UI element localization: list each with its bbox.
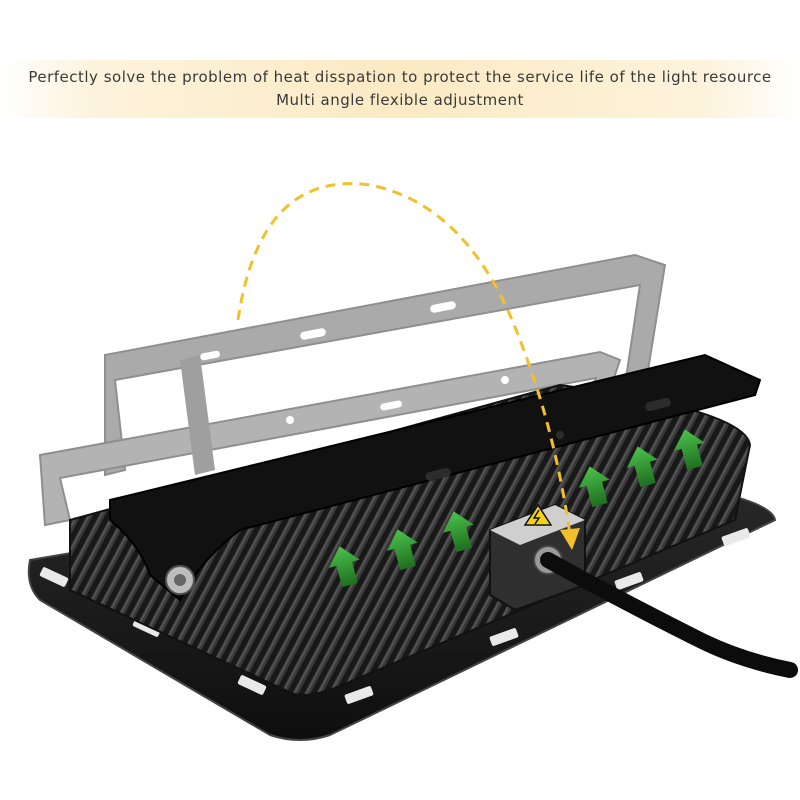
- bracket-knob: [165, 565, 195, 595]
- dashed-rotation-arrow-icon: [236, 182, 580, 550]
- mounting-tab: [344, 686, 374, 704]
- mounting-tab: [721, 528, 751, 546]
- airflow-arrow-icon: [626, 446, 658, 488]
- airflow-arrow-icon: [578, 466, 610, 508]
- mounting-tab: [614, 572, 644, 590]
- bracket-active: [109, 353, 762, 602]
- high-voltage-warning-icon: [523, 503, 553, 526]
- caption-angle-adjustment: Multi angle flexible adjustment: [276, 91, 524, 109]
- mounting-tab: [237, 675, 267, 695]
- airflow-arrow-icon: [673, 429, 705, 471]
- caption-banner: Perfectly solve the problem of heat diss…: [0, 60, 800, 118]
- airflow-arrows: [328, 429, 705, 588]
- airflow-arrow-icon: [386, 529, 418, 571]
- caption-heat-dissipation: Perfectly solve the problem of heat diss…: [28, 68, 772, 86]
- mounting-tab: [489, 628, 519, 646]
- airflow-arrow-icon: [328, 546, 360, 588]
- power-cable: [540, 552, 798, 678]
- mounting-tab: [39, 567, 69, 587]
- airflow-arrow-icon: [442, 511, 474, 553]
